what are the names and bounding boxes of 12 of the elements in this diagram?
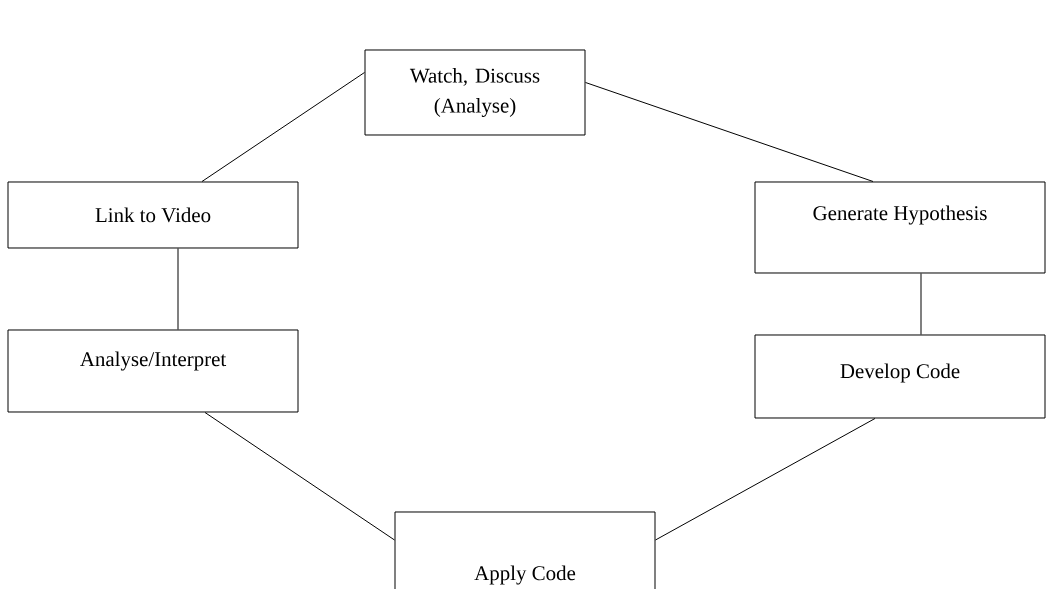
- connector-line: [177, 248, 179, 330]
- process-box: Develop Code: [754, 334, 1046, 419]
- process-box: Watch, Discuss (Analyse): [364, 49, 586, 136]
- process-box: Generate Hypothesis: [754, 181, 1046, 274]
- process-box: Apply Code: [394, 511, 656, 589]
- process-box: Analyse/Interpret: [7, 329, 299, 413]
- process-box: Link to Video: [7, 181, 299, 249]
- connector-line: [920, 273, 922, 335]
- connector-line: [585, 82, 874, 182]
- connector-line: [204, 412, 395, 541]
- connector-line: [655, 418, 876, 541]
- connector-line: [201, 72, 365, 182]
